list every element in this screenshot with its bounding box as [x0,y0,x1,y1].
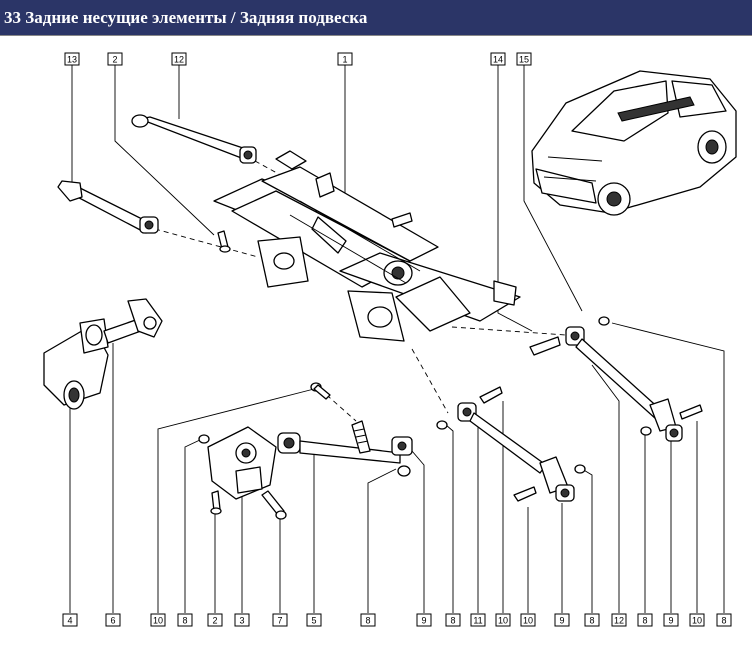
svg-text:8: 8 [589,616,594,626]
callout-9: 9 [554,613,570,627]
bolt-2-bottom [210,490,222,515]
svg-text:3: 3 [239,616,244,626]
upper-link-arm-12 [131,114,257,164]
svg-text:9: 9 [668,616,673,626]
callout-10: 10 [495,613,511,627]
callouts-bottom: 4 6 10 8 2 3 7 5 8 9 8 11 10 10 9 8 12 8 9 10 8 [62,613,732,627]
callout-8: 8 [445,613,461,627]
svg-text:15: 15 [519,55,529,65]
svg-text:10: 10 [153,616,163,626]
callout-15: 15 [516,52,532,66]
bolt-10-centre [310,382,331,400]
callout-8: 8 [360,613,376,627]
lower-control-arm-5 [277,420,413,477]
callout-2: 2 [107,52,123,66]
callout-4: 4 [62,613,78,627]
callout-12: 12 [611,613,627,627]
callout-12: 12 [171,52,187,66]
callout-11: 11 [470,613,486,627]
suspension-exploded-diagram: 13 2 12 1 14 15 4 6 10 8 2 3 7 5 8 9 8 11 10 10 9 8 12 8 9 10 8 [0,35,752,654]
callout-14: 14 [490,52,506,66]
assembly-lines [154,160,567,422]
callout-3: 3 [234,613,250,627]
callouts-top: 13 2 12 1 14 15 [64,52,532,66]
svg-text:9: 9 [559,616,564,626]
callout-9: 9 [663,613,679,627]
svg-text:14: 14 [493,55,503,65]
vehicle-locator-illustration [531,70,737,216]
page-title: 33 Задние несущие элементы / Задняя подв… [4,8,368,27]
svg-text:11: 11 [473,616,482,626]
callout-7: 7 [272,613,288,627]
track-rod-11 [436,386,586,502]
bolt-2-top [217,230,231,253]
title-bar: 33 Задние несущие элементы / Задняя подв… [0,0,752,37]
long-rod-12 [529,316,703,442]
callout-10: 10 [150,613,166,627]
svg-text:4: 4 [67,616,72,626]
callout-10: 10 [689,613,705,627]
svg-text:2: 2 [112,55,117,65]
svg-text:10: 10 [692,616,702,626]
svg-text:12: 12 [174,55,184,65]
svg-text:12: 12 [614,616,624,626]
callout-1: 1 [337,52,353,66]
leader-lines [69,65,725,613]
svg-text:2: 2 [212,616,217,626]
callout-8: 8 [637,613,653,627]
callout-8: 8 [584,613,600,627]
svg-text:6: 6 [110,616,115,626]
callout-8: 8 [716,613,732,627]
svg-text:8: 8 [721,616,726,626]
svg-text:13: 13 [67,55,77,65]
callout-2: 2 [207,613,223,627]
callout-5: 5 [306,613,322,627]
lower-link-arm-13 [57,180,159,234]
svg-text:8: 8 [365,616,370,626]
bolt-subframe-right [391,212,413,228]
svg-text:8: 8 [642,616,647,626]
svg-text:8: 8 [450,616,455,626]
svg-text:8: 8 [182,616,187,626]
rear-subframe [213,150,521,342]
svg-text:10: 10 [498,616,508,626]
bolt-7 [261,490,287,520]
centre-hub-carrier [198,426,277,500]
svg-text:7: 7 [277,616,282,626]
svg-text:9: 9 [421,616,426,626]
callout-9: 9 [416,613,432,627]
callout-10: 10 [520,613,536,627]
callout-6: 6 [105,613,121,627]
callout-8: 8 [177,613,193,627]
callout-13: 13 [64,52,80,66]
svg-text:10: 10 [523,616,533,626]
svg-text:5: 5 [311,616,316,626]
svg-text:1: 1 [342,55,347,65]
left-hub-carrier [43,298,163,410]
